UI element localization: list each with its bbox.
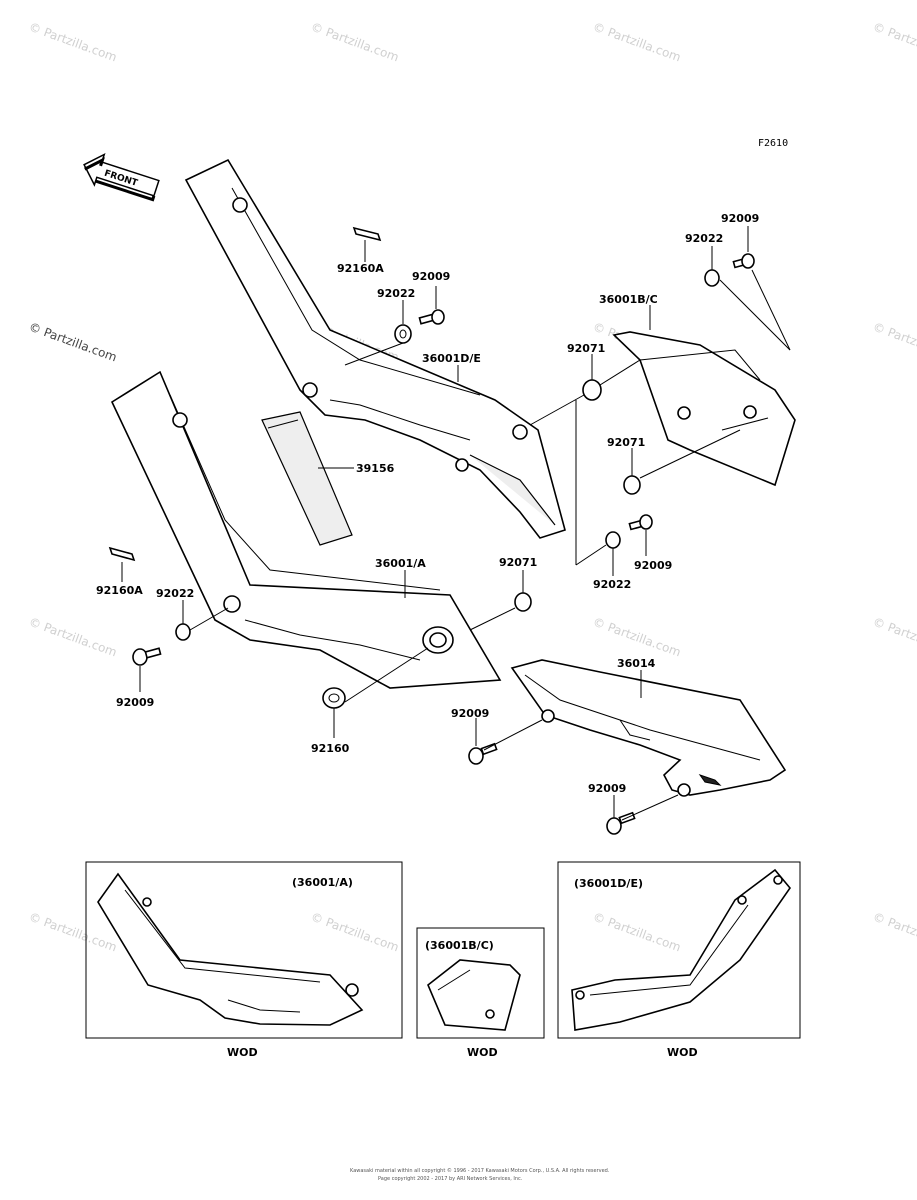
inset-title: (36001/A) xyxy=(292,876,353,889)
callout-92160: 92160 xyxy=(311,742,350,755)
watermark: © Partzilla.com xyxy=(591,615,683,660)
watermark: © Partzilla.com xyxy=(591,20,683,65)
callout-92071: 92071 xyxy=(499,556,537,569)
callout-92022: 92022 xyxy=(156,587,194,600)
callout-36001DE: 36001D/E xyxy=(422,352,481,365)
side-cover-small xyxy=(612,331,796,487)
inset-box-36001A: (36001/A) WOD xyxy=(85,861,403,1059)
figure-code: F2610 xyxy=(758,138,788,149)
grommet-icon xyxy=(514,592,532,612)
callout-92160A: 92160A xyxy=(337,262,384,275)
callout-36001BC: 36001B/C xyxy=(599,293,658,306)
callout-92009: 92009 xyxy=(588,782,626,795)
inset-caption: WOD xyxy=(667,1046,698,1059)
watermark: © Partzilla.com xyxy=(27,910,119,955)
pad-39156 xyxy=(261,411,353,546)
side-cover-upper xyxy=(184,158,566,539)
watermark: © Partzilla.com xyxy=(27,20,119,65)
watermark: © Partzilla.com xyxy=(309,910,401,955)
washer-icon xyxy=(704,269,720,287)
callout-92022: 92022 xyxy=(685,232,723,245)
callout-92022: 92022 xyxy=(377,287,415,300)
callout-92071: 92071 xyxy=(607,436,645,449)
leader-lines xyxy=(121,226,791,821)
callout-92009: 92009 xyxy=(721,212,759,225)
bolt-icon xyxy=(468,742,498,765)
grommet-icon xyxy=(623,475,641,495)
callout-92071: 92071 xyxy=(567,342,605,355)
copyright-line-2: Page copyright 2002 - 2017 by ARI Networ… xyxy=(378,1176,523,1182)
bolt-icon xyxy=(418,309,445,325)
inset-caption: WOD xyxy=(467,1046,498,1059)
inset-title: (36001D/E) xyxy=(574,877,643,890)
bolt-icon xyxy=(628,514,653,531)
watermark: © Partzilla.com xyxy=(871,20,917,65)
trim-strip-icon xyxy=(108,546,136,562)
callout-36001A: 36001/A xyxy=(375,557,426,570)
callout-92009: 92009 xyxy=(116,696,154,709)
bolt-icon xyxy=(132,647,162,666)
watermark: © Partzilla.com xyxy=(27,320,119,365)
washer-icon xyxy=(175,623,191,641)
trim-strip-icon xyxy=(352,226,382,242)
callout-92009: 92009 xyxy=(634,559,672,572)
watermark: © Partzilla.com xyxy=(309,20,401,65)
inset-box-36001DE: (36001D/E) WOD xyxy=(557,861,801,1059)
chain-cover xyxy=(510,659,787,797)
copyright-line-1: Kawasaki material within all copyright ©… xyxy=(350,1167,610,1174)
washer-icon xyxy=(394,324,412,344)
callouts: 92160A 92009 92022 36001D/E 92071 36001B… xyxy=(96,212,759,795)
grommet-icon xyxy=(322,687,346,709)
washer-icon xyxy=(605,531,621,549)
watermark: © Partzilla.com xyxy=(871,910,917,955)
bolt-icon xyxy=(732,253,755,269)
callout-92009: 92009 xyxy=(412,270,450,283)
fasteners xyxy=(108,226,755,835)
watermark: © Partzilla.com xyxy=(591,910,683,955)
callout-39156: 39156 xyxy=(356,462,395,475)
front-arrow-icon: FRONT xyxy=(83,152,160,202)
callout-92022: 92022 xyxy=(593,578,631,591)
watermark: © Partzilla.com xyxy=(871,615,917,660)
inset-title: (36001B/C) xyxy=(425,939,494,952)
side-cover-lower xyxy=(110,370,502,689)
inset-caption: WOD xyxy=(227,1046,258,1059)
watermark: © Partzilla.com xyxy=(871,320,917,365)
inset-box-36001BC: (36001B/C) WOD xyxy=(416,927,545,1059)
callout-92160A: 92160A xyxy=(96,584,143,597)
callout-92009: 92009 xyxy=(451,707,489,720)
callout-36014: 36014 xyxy=(617,657,656,670)
watermark: © Partzilla.com xyxy=(27,615,119,660)
grommet-icon xyxy=(582,379,602,401)
